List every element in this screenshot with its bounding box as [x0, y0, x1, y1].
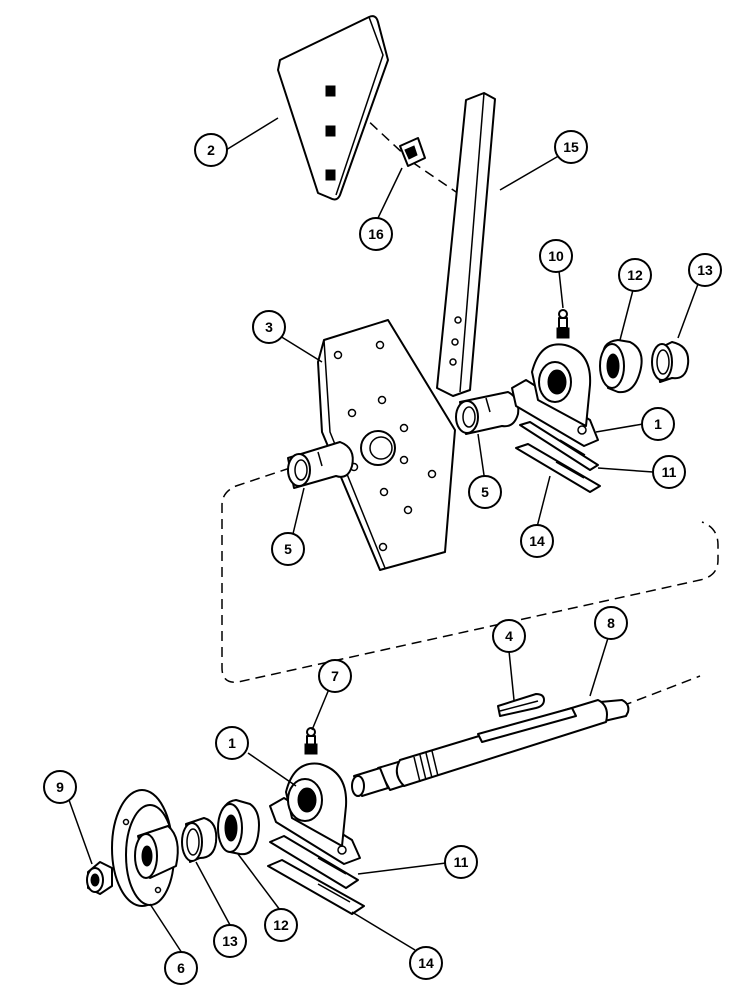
callout-11-upper: 11	[652, 455, 686, 489]
callout-3: 3	[252, 310, 286, 344]
part-1-bearing-housing-lower	[269, 762, 361, 865]
part-9-nut	[86, 861, 113, 895]
callout-9-label: 9	[56, 779, 64, 795]
callout-6: 6	[164, 951, 198, 985]
part-16-clip-nut	[399, 137, 426, 167]
callout-12-upper-label: 12	[627, 267, 643, 283]
part-13-ring-lower	[181, 817, 218, 863]
part-3-hex-plate	[317, 319, 456, 571]
part-15-support-bar	[436, 92, 496, 397]
part-5-bushing-left	[287, 441, 354, 489]
callout-7-label: 7	[331, 668, 339, 684]
callout-14-upper: 14	[520, 524, 554, 558]
part-8-splined-shaft	[351, 699, 630, 797]
callout-16: 16	[359, 217, 393, 251]
part-2-blade-plate	[277, 15, 389, 201]
callout-13-lower-label: 13	[222, 933, 238, 949]
callout-12-upper: 12	[618, 258, 652, 292]
callout-10: 10	[539, 239, 573, 273]
callout-13-upper: 13	[688, 253, 722, 287]
callout-8: 8	[594, 606, 628, 640]
part-14-shim-upper	[515, 443, 601, 493]
callout-12-lower: 12	[264, 908, 298, 942]
leader-lines	[68, 117, 699, 954]
part-11-shim-lower	[269, 835, 359, 889]
callout-14-upper-label: 14	[529, 533, 545, 549]
part-12-bearing-lower	[217, 799, 260, 856]
callout-1-lower-label: 1	[228, 735, 236, 751]
part-5-bushing-right	[455, 391, 520, 435]
callout-4: 4	[492, 619, 526, 653]
callout-12-lower-label: 12	[273, 917, 289, 933]
part-4-key	[497, 693, 545, 717]
callout-5-left-label: 5	[284, 541, 292, 557]
part-14-shim-lower	[267, 859, 365, 915]
callout-13-lower: 13	[213, 924, 247, 958]
callout-13-upper-label: 13	[697, 262, 713, 278]
callout-14-lower: 14	[409, 946, 443, 980]
callout-5-right-label: 5	[481, 484, 489, 500]
part-10-grease-fitting	[556, 309, 570, 339]
callout-15-label: 15	[563, 139, 579, 155]
callout-7: 7	[318, 659, 352, 693]
part-7-grease-fitting	[304, 727, 318, 755]
callout-16-label: 16	[368, 226, 384, 242]
callout-5-left: 5	[271, 532, 305, 566]
callout-14-lower-label: 14	[418, 955, 434, 971]
callout-1-upper-label: 1	[654, 416, 662, 432]
callout-2: 2	[194, 133, 228, 167]
callout-5-right: 5	[468, 475, 502, 509]
part-13-ring-upper	[651, 341, 690, 383]
callout-11-upper-label: 11	[662, 464, 677, 480]
part-11-shim-upper	[519, 421, 599, 471]
callout-1-upper: 1	[641, 407, 675, 441]
part-6-flanged-hub	[111, 789, 179, 907]
part-1-bearing-housing-upper	[511, 343, 599, 447]
part-12-bearing-upper	[599, 339, 643, 394]
callout-9: 9	[43, 770, 77, 804]
shaft-splines	[413, 750, 439, 783]
callout-4-label: 4	[505, 628, 513, 644]
hex-plate-bolt-holes	[333, 340, 437, 552]
callout-3-label: 3	[265, 319, 273, 335]
callout-15: 15	[554, 130, 588, 164]
callout-10-label: 10	[548, 248, 564, 264]
callout-11-lower: 11	[444, 845, 478, 879]
callout-1-lower: 1	[215, 726, 249, 760]
callout-2-label: 2	[207, 142, 215, 158]
callout-8-label: 8	[607, 615, 615, 631]
callout-11-lower-label: 11	[454, 854, 469, 870]
callout-6-label: 6	[177, 960, 185, 976]
